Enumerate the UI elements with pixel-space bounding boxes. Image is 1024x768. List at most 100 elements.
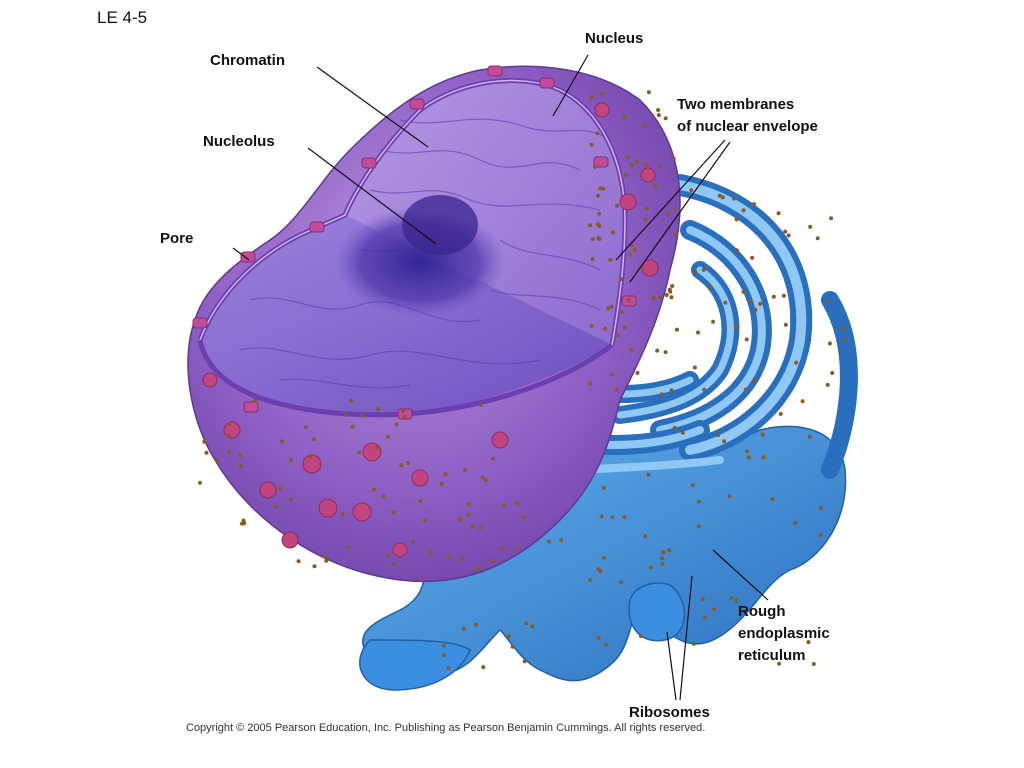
ribosome-dot xyxy=(750,255,755,260)
ribosome-dot xyxy=(658,164,663,169)
ribosome-dot xyxy=(644,162,648,167)
ribosome-dot xyxy=(596,222,601,227)
ribosome-dot xyxy=(588,381,593,386)
ribosome-dot xyxy=(394,422,399,427)
ribosome-dot xyxy=(462,468,467,473)
ribosome-dot xyxy=(623,173,628,178)
ribosome-dot xyxy=(595,131,600,136)
er-cisterna xyxy=(656,226,766,434)
ribosome-dot xyxy=(372,487,376,492)
ribosome-dot xyxy=(672,425,677,430)
ribosome-dot xyxy=(696,499,701,504)
ribosome-dot xyxy=(711,319,716,324)
er-cisterna xyxy=(616,266,734,419)
ribosome-dot xyxy=(702,615,707,620)
ribosome-dot xyxy=(515,546,520,551)
pore xyxy=(487,65,503,77)
ribosome-dot xyxy=(324,558,329,563)
ribosome-dot xyxy=(734,325,739,330)
ribosome-dot xyxy=(646,472,651,477)
ribosome-dot xyxy=(691,641,696,646)
ribosome-dot xyxy=(521,515,526,520)
ribosome-dot xyxy=(588,578,593,583)
ribosome-dot xyxy=(622,115,627,120)
ribosome-dot xyxy=(794,360,799,365)
ribosome-dot xyxy=(614,387,619,392)
ribosome-dot xyxy=(659,556,664,561)
ribosome-dot xyxy=(723,300,728,305)
ribosome-dot xyxy=(589,323,594,328)
ribosome-dot xyxy=(241,518,246,523)
ribosome-dot xyxy=(743,387,748,392)
ribosome-dot xyxy=(308,455,313,460)
ribosome-dot xyxy=(530,624,535,629)
ribosome-dot xyxy=(770,497,775,502)
label-rer-line2: endoplasmic xyxy=(738,625,830,642)
ribosome-dot xyxy=(830,371,835,375)
ribosome-dot xyxy=(629,163,634,168)
ribosome-dot xyxy=(506,634,511,639)
ribosome-dot xyxy=(375,445,380,450)
pore xyxy=(309,221,325,233)
ribosome-dot xyxy=(401,408,406,413)
ribosome-dot xyxy=(500,546,505,551)
ribosome-dot xyxy=(609,372,614,377)
ribosome-dot xyxy=(279,439,284,444)
ribosome-dot xyxy=(689,188,694,193)
ribosome-dot xyxy=(238,464,243,469)
pore xyxy=(192,317,208,329)
ribosome-dot xyxy=(783,229,788,234)
leader-rer xyxy=(712,549,769,601)
ribosome-dot xyxy=(771,294,776,299)
ribosome-dot xyxy=(411,540,415,544)
ribosome-dot xyxy=(402,414,407,419)
ribosome-dot xyxy=(253,398,258,403)
ribosome-dot xyxy=(481,665,486,670)
ribosome-dot xyxy=(618,580,623,585)
ribosome-dots xyxy=(198,90,847,671)
ribosome-dot xyxy=(604,642,609,647)
ribosome-dot xyxy=(590,237,595,242)
ribosome-dot xyxy=(674,232,679,236)
ribosome-dot xyxy=(825,382,830,387)
ribosome-dot xyxy=(660,561,665,566)
ribosome-dot xyxy=(818,533,823,537)
ribosome-dot xyxy=(559,538,564,542)
ribosome-dot xyxy=(806,640,811,645)
ribosome-dot xyxy=(696,524,701,529)
ribosome-dot xyxy=(596,193,600,198)
ribosome-dot xyxy=(381,494,386,499)
ribosome-dot xyxy=(656,113,661,118)
ribosome-dot xyxy=(461,626,466,631)
ribosome-dot xyxy=(690,483,695,488)
ribosome-dot xyxy=(741,208,746,213)
copyright-notice: Copyright © 2005 Pearson Education, Inc.… xyxy=(186,722,706,734)
ribosome-dot xyxy=(646,90,651,95)
ribosome-dot xyxy=(626,298,631,303)
ribosome-dot xyxy=(734,598,739,603)
ribosome-dot xyxy=(643,534,648,539)
ribosome-dot xyxy=(669,388,674,393)
ribosome-dot xyxy=(776,211,781,216)
ribosome-dot xyxy=(732,196,737,201)
ribosome-dot xyxy=(392,562,397,566)
label-nucleus: Nucleus xyxy=(585,30,644,47)
ribosome-dot xyxy=(722,439,727,444)
ribosome-dot xyxy=(547,539,552,544)
er-lobe xyxy=(359,639,471,691)
er-lobe xyxy=(628,582,686,642)
ribosome-dot xyxy=(840,326,845,331)
ribosome-dot xyxy=(406,461,411,465)
ribosome-dot xyxy=(783,322,788,327)
ribosome-dot xyxy=(470,524,475,529)
er-cisterna xyxy=(675,180,807,455)
ribosome-dot xyxy=(745,449,750,454)
ribosome-dot xyxy=(458,518,463,523)
ribosome-dot xyxy=(350,424,355,429)
ribosome-dot xyxy=(466,502,471,507)
ribosome-dot xyxy=(666,212,671,217)
ribosome-dot xyxy=(312,564,317,569)
ribosome-dot xyxy=(214,457,219,462)
ribosome-dot xyxy=(296,559,301,564)
ribosome-dot xyxy=(819,505,823,510)
